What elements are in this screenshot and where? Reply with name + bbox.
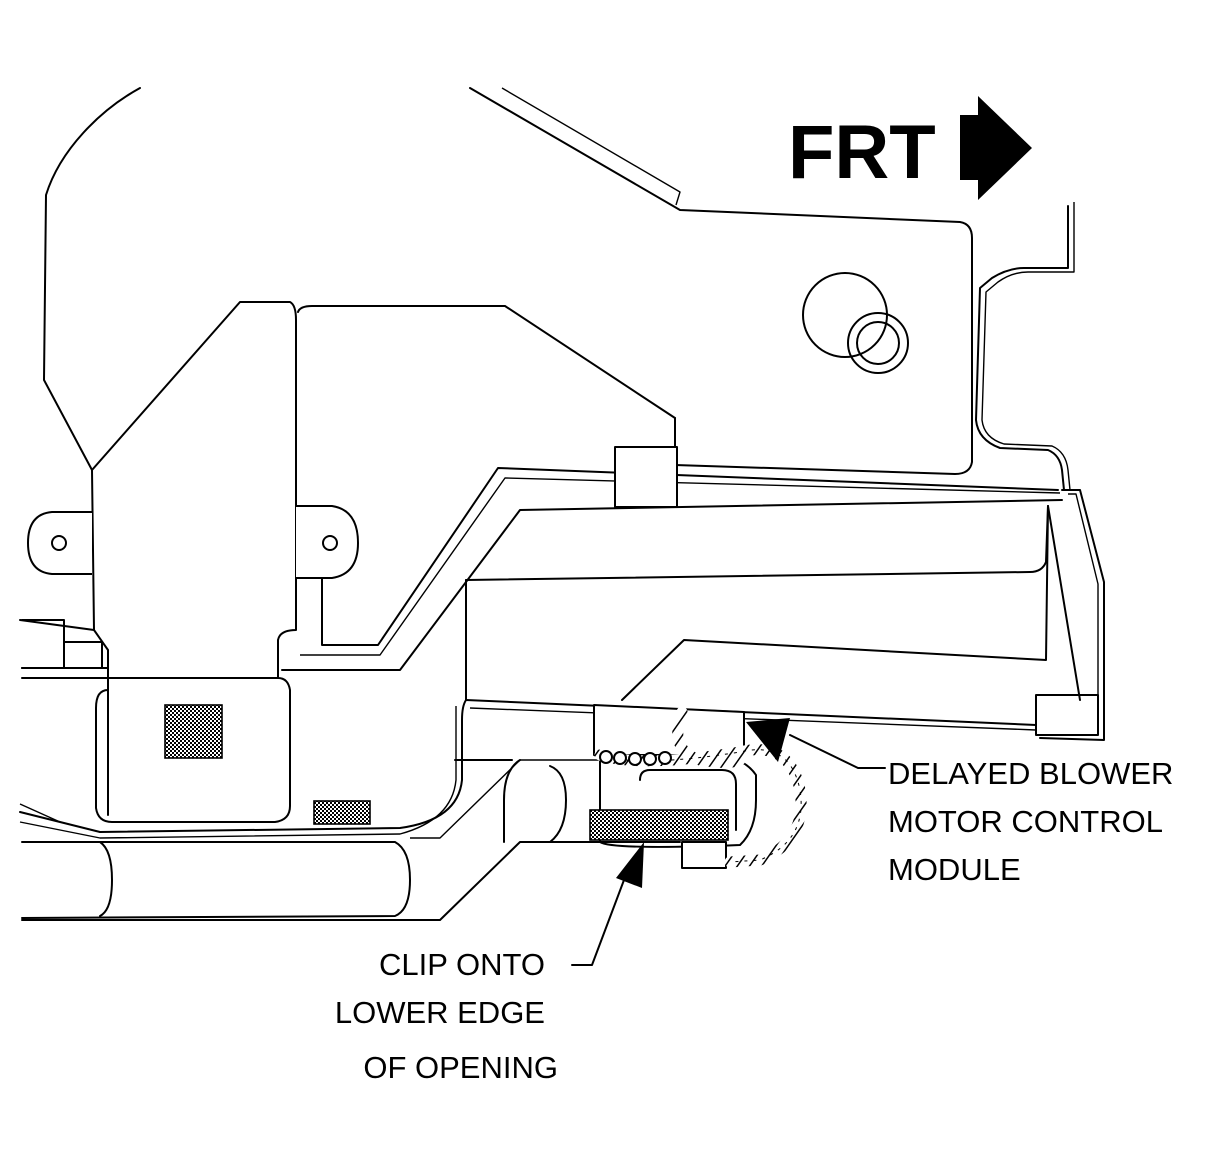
case-body [19, 301, 1063, 823]
mid-mount-tab [296, 505, 359, 579]
stipple-pad-small [313, 800, 371, 825]
module-body [593, 704, 745, 756]
module-callout-line-2: MOTOR CONTROL [888, 804, 1163, 839]
clip-stipple [589, 809, 729, 841]
right-bracket [975, 202, 1105, 741]
duct-clip [614, 446, 678, 508]
mounting-boss [802, 272, 888, 358]
clip-callout-line-1: CLIP ONTO [379, 947, 545, 982]
left-mount-tab [27, 511, 92, 575]
module-callout-line-3: MODULE [888, 852, 1021, 887]
clip-callout-line-2: LOWER EDGE [335, 995, 545, 1030]
control-module [589, 704, 807, 869]
frt-label: FRT [788, 110, 936, 195]
module-callout: DELAYED BLOWER MOTOR CONTROL MODULE [746, 718, 1173, 887]
module-leader-arrow [746, 718, 790, 762]
front-orientation-indicator: FRT [788, 96, 1032, 200]
connector [681, 841, 727, 869]
clip-leader-arrow [616, 842, 644, 888]
stipple-pad-left [164, 704, 223, 759]
module-callout-line-1: DELAYED BLOWER [888, 756, 1173, 791]
bracket-foot [1035, 694, 1099, 736]
upper-housing [43, 87, 973, 816]
clip-callout: CLIP ONTO LOWER EDGE OF OPENING [335, 842, 644, 1085]
right-arrow-icon [960, 96, 1032, 200]
clip-callout-line-3: OF OPENING [363, 1050, 558, 1085]
